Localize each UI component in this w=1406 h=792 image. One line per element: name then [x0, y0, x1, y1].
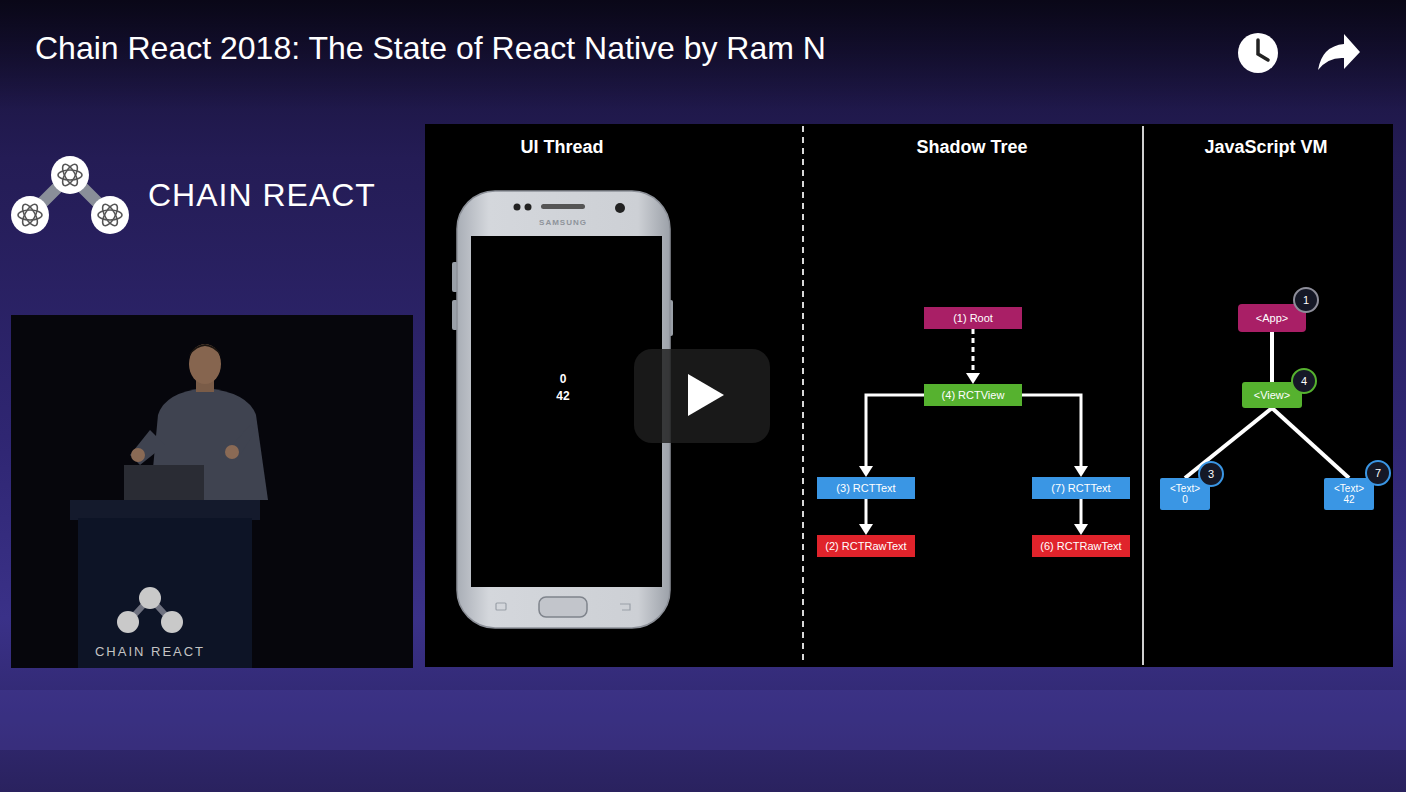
connector [1022, 395, 1081, 468]
connector [865, 499, 868, 526]
divider [1142, 126, 1144, 665]
column-heading: Shadow Tree [916, 137, 1027, 158]
phone-brand: SAMSUNG [539, 218, 587, 227]
view-box: (4) RCTView [924, 384, 1022, 406]
connector [1185, 408, 1272, 478]
text-box: (3) RCTText [817, 477, 915, 499]
screen-text: 0 [560, 372, 567, 386]
connector [866, 395, 924, 468]
node-label: (7) RCTText [1051, 482, 1110, 495]
node-label: (3) RCTText [836, 482, 895, 495]
podium-text: CHAIN REACT [95, 644, 205, 659]
callout-number: 1 [1293, 287, 1319, 313]
text-box: (7) RCTText [1032, 477, 1130, 499]
logo-text: CHAIN REACT [148, 177, 376, 214]
node-label: <Text> [1334, 483, 1364, 495]
share-icon [1318, 34, 1360, 70]
node-label: <View> [1254, 389, 1291, 402]
slide [425, 124, 1393, 667]
podium [70, 465, 260, 668]
connector [972, 329, 975, 375]
callout-number: 4 [1291, 368, 1317, 394]
screen-text: 42 [556, 389, 569, 403]
callout-number: 3 [1198, 461, 1224, 487]
node-label: <Text> [1170, 483, 1200, 495]
divider-dashed [802, 126, 804, 665]
logo [11, 156, 129, 234]
connector [1270, 332, 1274, 382]
play-button [634, 349, 770, 443]
stage-light [0, 690, 1406, 750]
rawtext-box: (6) RCTRawText [1032, 535, 1130, 557]
video-title: Chain React 2018: The State of React Nat… [35, 30, 826, 67]
node-label: (2) RCTRawText [825, 540, 906, 553]
node-label: (1) Root [953, 312, 993, 325]
node-label: 42 [1343, 494, 1354, 506]
watch-later-icon [1238, 33, 1278, 73]
column-heading: UI Thread [520, 137, 603, 158]
rawtext-box: (2) RCTRawText [817, 535, 915, 557]
node-label: (4) RCTView [942, 389, 1005, 402]
column-heading: JavaScript VM [1204, 137, 1327, 158]
root-box: (1) Root [924, 307, 1022, 329]
connector [1080, 499, 1083, 526]
title-shade [0, 0, 1406, 110]
node-label: <App> [1256, 312, 1288, 325]
connector [1272, 408, 1349, 478]
node-label: 0 [1182, 494, 1188, 506]
component-box: <Text>42 [1324, 478, 1374, 510]
speaker-video [11, 315, 413, 668]
node-label: (6) RCTRawText [1040, 540, 1121, 553]
callout-number: 7 [1365, 460, 1391, 486]
